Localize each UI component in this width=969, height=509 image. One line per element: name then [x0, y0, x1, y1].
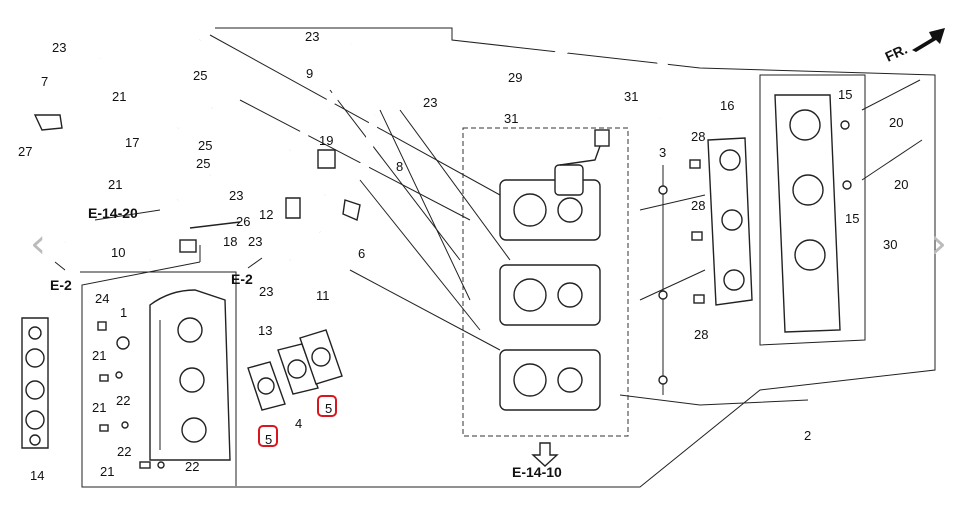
- callout-label: 22: [116, 393, 130, 408]
- ref-e-2-left: E-2: [50, 277, 72, 293]
- washer-22: [121, 421, 129, 429]
- callout-label: 7: [41, 74, 48, 89]
- callout-label: 25: [193, 68, 207, 83]
- callout-label: 1: [120, 305, 127, 320]
- callout-label: 17: [125, 135, 139, 150]
- assembly-frame: [81, 27, 936, 488]
- callout-label: 30: [883, 237, 897, 252]
- ref-e-14-10: E-14-10: [512, 464, 562, 480]
- callout-label: 25: [196, 156, 210, 171]
- callout-label: 26: [236, 214, 250, 229]
- callout-label: 20: [889, 115, 903, 130]
- bolt-20: [861, 139, 923, 181]
- bushing-28: [689, 159, 701, 169]
- callout-label: 22: [185, 459, 199, 474]
- callout-label: 23: [248, 234, 262, 249]
- carburetor-group-box: [462, 127, 629, 437]
- callout-label: 14: [30, 468, 44, 483]
- callout-label: 23: [259, 284, 273, 299]
- bushing-28: [691, 231, 703, 241]
- highlight-circle-5-right: [317, 395, 337, 417]
- callout-label: 28: [691, 198, 705, 213]
- callout-label: 21: [92, 400, 106, 415]
- callout-label: 10: [111, 245, 125, 260]
- ref-arrow-down: [531, 442, 559, 467]
- gasket-16: [707, 137, 753, 306]
- highlight-circle-5-left: [258, 425, 278, 447]
- callout-label: 21: [92, 348, 106, 363]
- callout-label: 20: [894, 177, 908, 192]
- ref-e-2-center: E-2: [231, 271, 253, 287]
- callout-label: 6: [358, 246, 365, 261]
- carburetor-assembly: [499, 129, 610, 411]
- callout-label: 18: [223, 234, 237, 249]
- callout-label: 22: [117, 444, 131, 459]
- fitting-6: [342, 199, 361, 221]
- callout-label: 5: [325, 401, 332, 416]
- washer-22: [115, 371, 123, 379]
- callout-label: 23: [423, 95, 437, 110]
- callout-label: 3: [659, 145, 666, 160]
- callout-label: 21: [108, 177, 122, 192]
- callout-label: 15: [845, 211, 859, 226]
- callout-label: 27: [18, 144, 32, 159]
- callout-label: 24: [95, 291, 109, 306]
- callout-label: 9: [306, 66, 313, 81]
- bracket-7: [33, 114, 63, 131]
- callout-label: 5: [265, 432, 272, 447]
- tee-12: [285, 197, 301, 219]
- plate-30: [774, 94, 852, 333]
- callout-label: 23: [52, 40, 66, 55]
- gasket-14: [21, 317, 49, 449]
- ref-arrow-e-14-20: [94, 209, 161, 221]
- screw-24: [97, 321, 107, 331]
- gasket-5-a: [247, 361, 286, 411]
- callout-label: 29: [508, 70, 522, 85]
- callout-label: 8: [396, 159, 403, 174]
- bolt-20: [861, 79, 921, 111]
- callout-label: 28: [694, 327, 708, 342]
- screw-21: [139, 461, 151, 469]
- callout-label: 4: [295, 416, 302, 431]
- callout-label: 25: [198, 138, 212, 153]
- filter-18: [179, 239, 197, 253]
- screw-21: [99, 374, 109, 382]
- gasket-5-b: [299, 329, 343, 385]
- callout-label: 2: [804, 428, 811, 443]
- callout-label: 23: [305, 29, 319, 44]
- fitting-19: [317, 149, 336, 169]
- plate-frame: [759, 74, 866, 346]
- callout-label: 28: [691, 129, 705, 144]
- callout-label: 21: [100, 464, 114, 479]
- callout-label: 23: [229, 188, 243, 203]
- callout-label: 12: [259, 207, 273, 222]
- callout-label: 19: [319, 133, 333, 148]
- callout-label: 15: [838, 87, 852, 102]
- callout-label: 31: [504, 111, 518, 126]
- gasket-4: [277, 343, 319, 395]
- bushing-28: [693, 294, 705, 304]
- manifold-box: [80, 271, 237, 486]
- intake-manifold-13: [149, 289, 231, 461]
- washer-22: [157, 461, 165, 469]
- chevron-right-icon[interactable]: ›: [931, 221, 947, 267]
- screw-21: [99, 424, 109, 432]
- plug-1: [116, 336, 130, 350]
- callout-label: 13: [258, 323, 272, 338]
- front-arrow-icon: [912, 28, 945, 52]
- ref-e-14-20: E-14-20: [88, 205, 138, 221]
- callout-label: 31: [624, 89, 638, 104]
- chevron-left-icon[interactable]: ‹: [30, 221, 46, 267]
- front-label: FR.: [883, 41, 910, 65]
- callout-label: 11: [316, 288, 330, 303]
- callout-label: 16: [720, 98, 734, 113]
- callout-label: 21: [112, 89, 126, 104]
